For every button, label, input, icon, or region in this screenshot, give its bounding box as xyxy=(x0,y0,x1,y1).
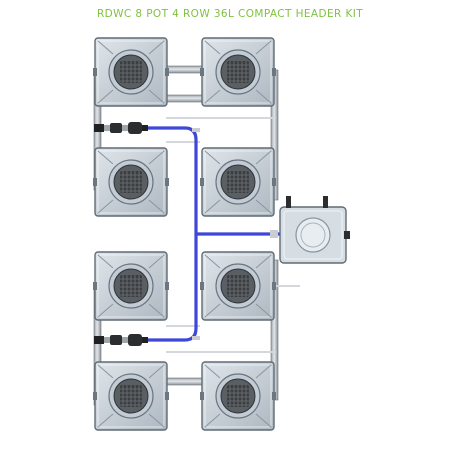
pump-fitting-lower xyxy=(94,334,148,346)
pot-row2-left xyxy=(92,147,170,217)
pot-row2-right xyxy=(199,147,277,217)
header-tank xyxy=(279,196,350,264)
pot-row1-right xyxy=(199,37,277,107)
connector-row-4 xyxy=(165,377,203,386)
diagram-title: RDWC 8 POT 4 ROW 36L COMPACT HEADER KIT xyxy=(96,8,364,20)
hose-clips xyxy=(192,128,278,340)
pot-row3-right xyxy=(199,251,277,321)
pot-row1-left xyxy=(92,37,170,107)
pot-row3-left xyxy=(92,251,170,321)
connector-row-1 xyxy=(165,65,203,103)
pump-fitting-upper xyxy=(94,122,148,134)
air-lines xyxy=(166,117,300,353)
pot-row4-left xyxy=(92,361,170,431)
pot-row4-right xyxy=(199,361,277,431)
